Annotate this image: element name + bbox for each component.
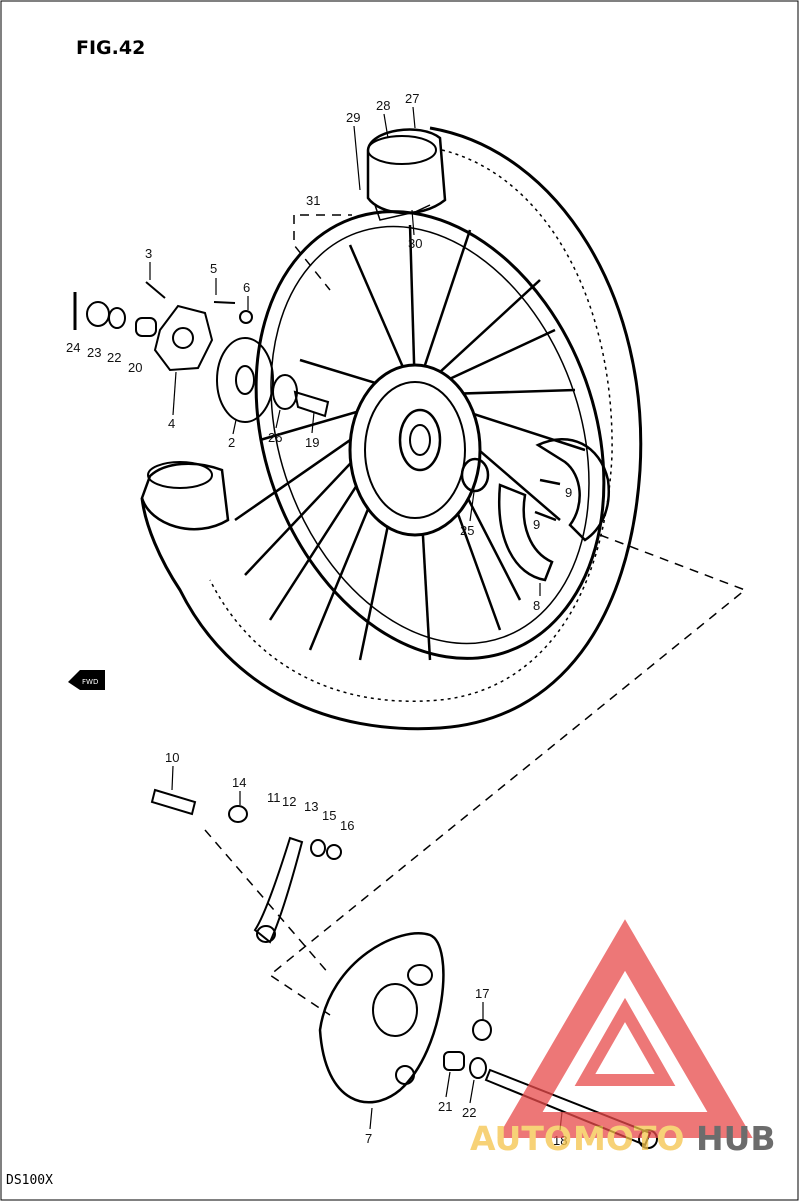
part-label: 9	[565, 485, 572, 500]
part-label: 15	[322, 808, 336, 823]
part-label: 26	[268, 430, 282, 445]
part-label: 25	[460, 523, 474, 538]
part-label: 4	[168, 416, 175, 431]
spacer-20	[135, 317, 157, 337]
brake-shoe-lower	[498, 483, 554, 582]
part-label: 21	[438, 1099, 452, 1114]
part-label: 24	[66, 340, 80, 355]
bearing-26	[272, 374, 298, 410]
wheel-assembly	[140, 126, 643, 731]
bolt-5	[213, 301, 236, 304]
part-label: 29	[346, 110, 360, 125]
nut-16	[326, 844, 342, 860]
shaft-19	[293, 390, 330, 418]
part-label: 31	[306, 193, 320, 208]
part-label: 22	[107, 350, 121, 365]
direction-label: FWD	[82, 678, 98, 686]
part-label: 2	[228, 435, 235, 450]
part-label: 12	[282, 794, 296, 809]
part-label: 22	[462, 1105, 476, 1120]
part-label: 8	[533, 598, 540, 613]
brake-panel-7	[318, 932, 445, 1104]
part-label: 28	[376, 98, 390, 113]
part-label: 13	[304, 799, 318, 814]
nut-17	[472, 1019, 492, 1041]
brake-shoe-upper	[535, 437, 611, 542]
part-label: 14	[232, 775, 246, 790]
watermark-text-hub: HUB	[696, 1119, 776, 1158]
triangle-logo-icon	[497, 919, 753, 1138]
nut-23	[86, 301, 110, 327]
nut-6	[239, 310, 253, 324]
part-label: 17	[475, 986, 489, 1001]
figure-title: FIG.42	[76, 37, 145, 59]
pin-14	[228, 805, 248, 823]
cam-lever	[253, 836, 304, 944]
part-label: 20	[128, 360, 142, 375]
part-label: 3	[145, 246, 152, 261]
part-label: 30	[408, 236, 422, 251]
watermark-text-auto: AUTO	[470, 1119, 572, 1158]
model-code: DS100X	[6, 1173, 53, 1188]
part-label: 9	[533, 517, 540, 532]
spacer-21	[443, 1051, 465, 1071]
brake-shoe-assembly	[498, 437, 611, 582]
arrow-left-icon	[68, 670, 105, 690]
part-label: 19	[305, 435, 319, 450]
screw-3	[145, 281, 166, 299]
part-label: 16	[340, 818, 354, 833]
washer-22	[108, 307, 126, 329]
washer-22b	[469, 1057, 487, 1079]
part-label: 11	[267, 790, 281, 805]
washer-13	[310, 839, 326, 857]
tire	[140, 126, 643, 731]
bearing-25	[460, 457, 490, 493]
part-label: 23	[87, 345, 101, 360]
hub-left-parts	[73, 281, 330, 423]
brake-panel-assembly	[150, 788, 658, 1149]
hub-flange	[348, 363, 482, 537]
plate-4	[153, 304, 214, 372]
watermark-text-moto: MOTO	[573, 1119, 684, 1158]
hub-center	[398, 408, 442, 472]
tire-section-front	[140, 462, 230, 531]
alignment-lines	[204, 214, 747, 1016]
leader-lines	[149, 106, 563, 1131]
direction-marker: FWD	[68, 670, 105, 690]
sprocket-2	[216, 337, 274, 423]
adjuster-10	[150, 788, 197, 816]
part-label: 10	[165, 750, 179, 765]
watermark-logo: AUTO MOTO HUB	[470, 919, 776, 1158]
part-label: 7	[365, 1131, 372, 1146]
part-number-labels: 27 28 29 30 31 3 5 6 24 23 22 20 4 2 26 …	[66, 91, 572, 1148]
part-label: 5	[210, 261, 217, 276]
tire-section-top	[366, 128, 447, 215]
part-label: 6	[243, 280, 250, 295]
part-label: 27	[405, 91, 419, 106]
